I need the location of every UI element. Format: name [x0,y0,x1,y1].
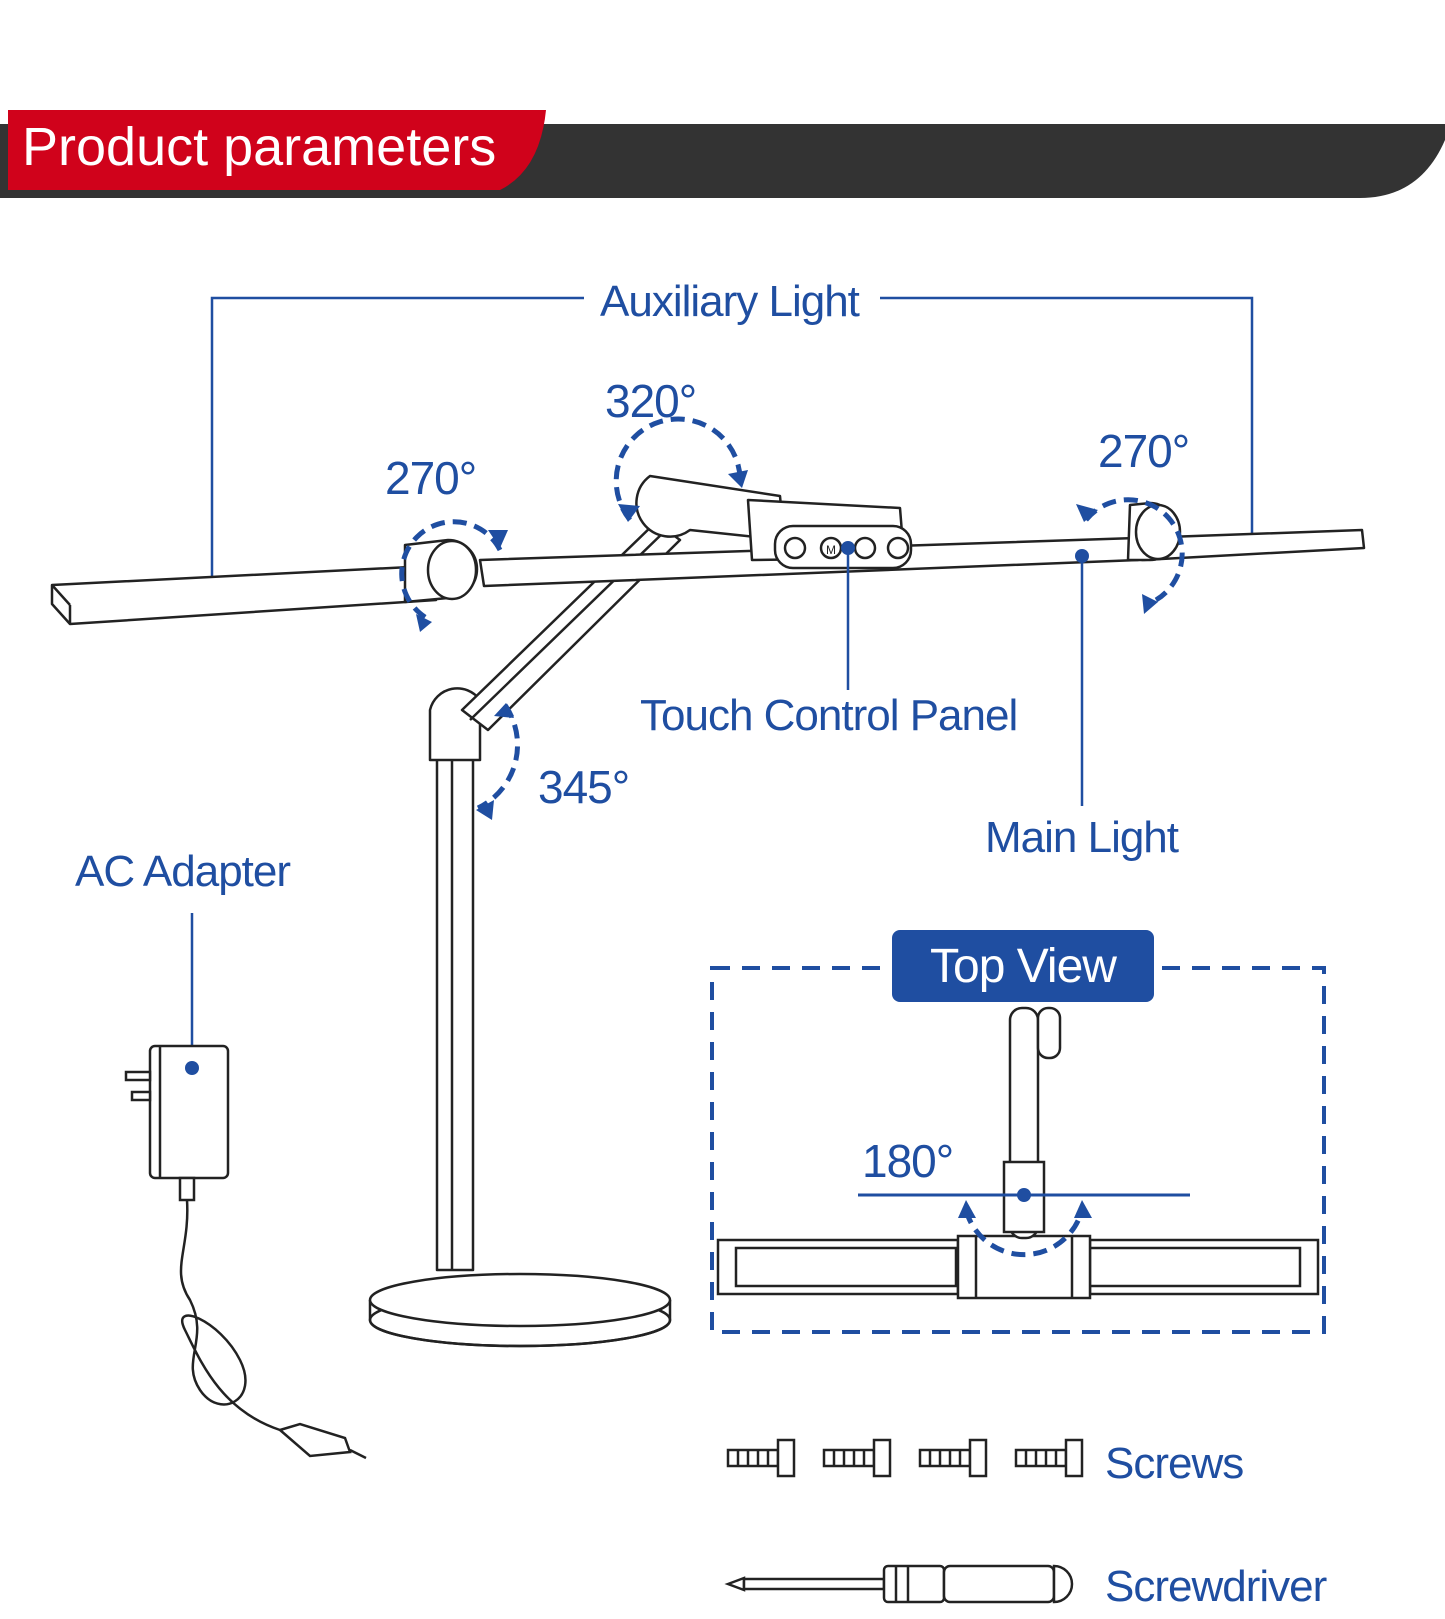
auxiliary-light-leader [210,296,1254,606]
ac-adapter-drawing [124,1044,367,1460]
rotation-left-label: 270° [385,452,477,504]
screwdriver-icon [724,1564,1074,1604]
auxiliary-light-label: Auxiliary Light [600,277,860,326]
banner-red-tab [8,110,546,190]
top-view-badge: Top View [892,930,1154,1002]
screw-icon [726,1438,796,1478]
screw-icon [918,1438,988,1478]
screw-icon [822,1438,892,1478]
rotation-arm-label: 345° [538,761,630,813]
rotation-right-label: 270° [1098,425,1190,477]
rotation-center-label: 320° [605,375,697,427]
top-view-angle-label: 180° [862,1135,954,1187]
arc-center [613,416,743,522]
arc-left [399,519,503,623]
rotation-arcs [399,416,1185,811]
screwdriver-label: Screwdriver [1105,1562,1327,1611]
screw-icon [1014,1438,1084,1478]
desk-lamp-drawing [50,474,1366,1348]
top-view-pivot [1017,1188,1031,1202]
top-view-drawing [716,1006,1320,1300]
screws-label: Screws [1105,1439,1244,1488]
banner-title: Product parameters [22,117,497,177]
arc-right [1084,497,1185,603]
ac-adapter-dot [185,1061,199,1075]
ac-adapter-label: AC Adapter [75,847,291,896]
rotation-arrowheads [416,470,1158,820]
main-light-label: Main Light [985,813,1179,862]
arc-top-view [963,1209,1085,1258]
screws-drawing [726,1438,1084,1478]
touch-control-panel-label: Touch Control Panel [640,691,1018,740]
panel-m-glyph: M [826,543,836,557]
